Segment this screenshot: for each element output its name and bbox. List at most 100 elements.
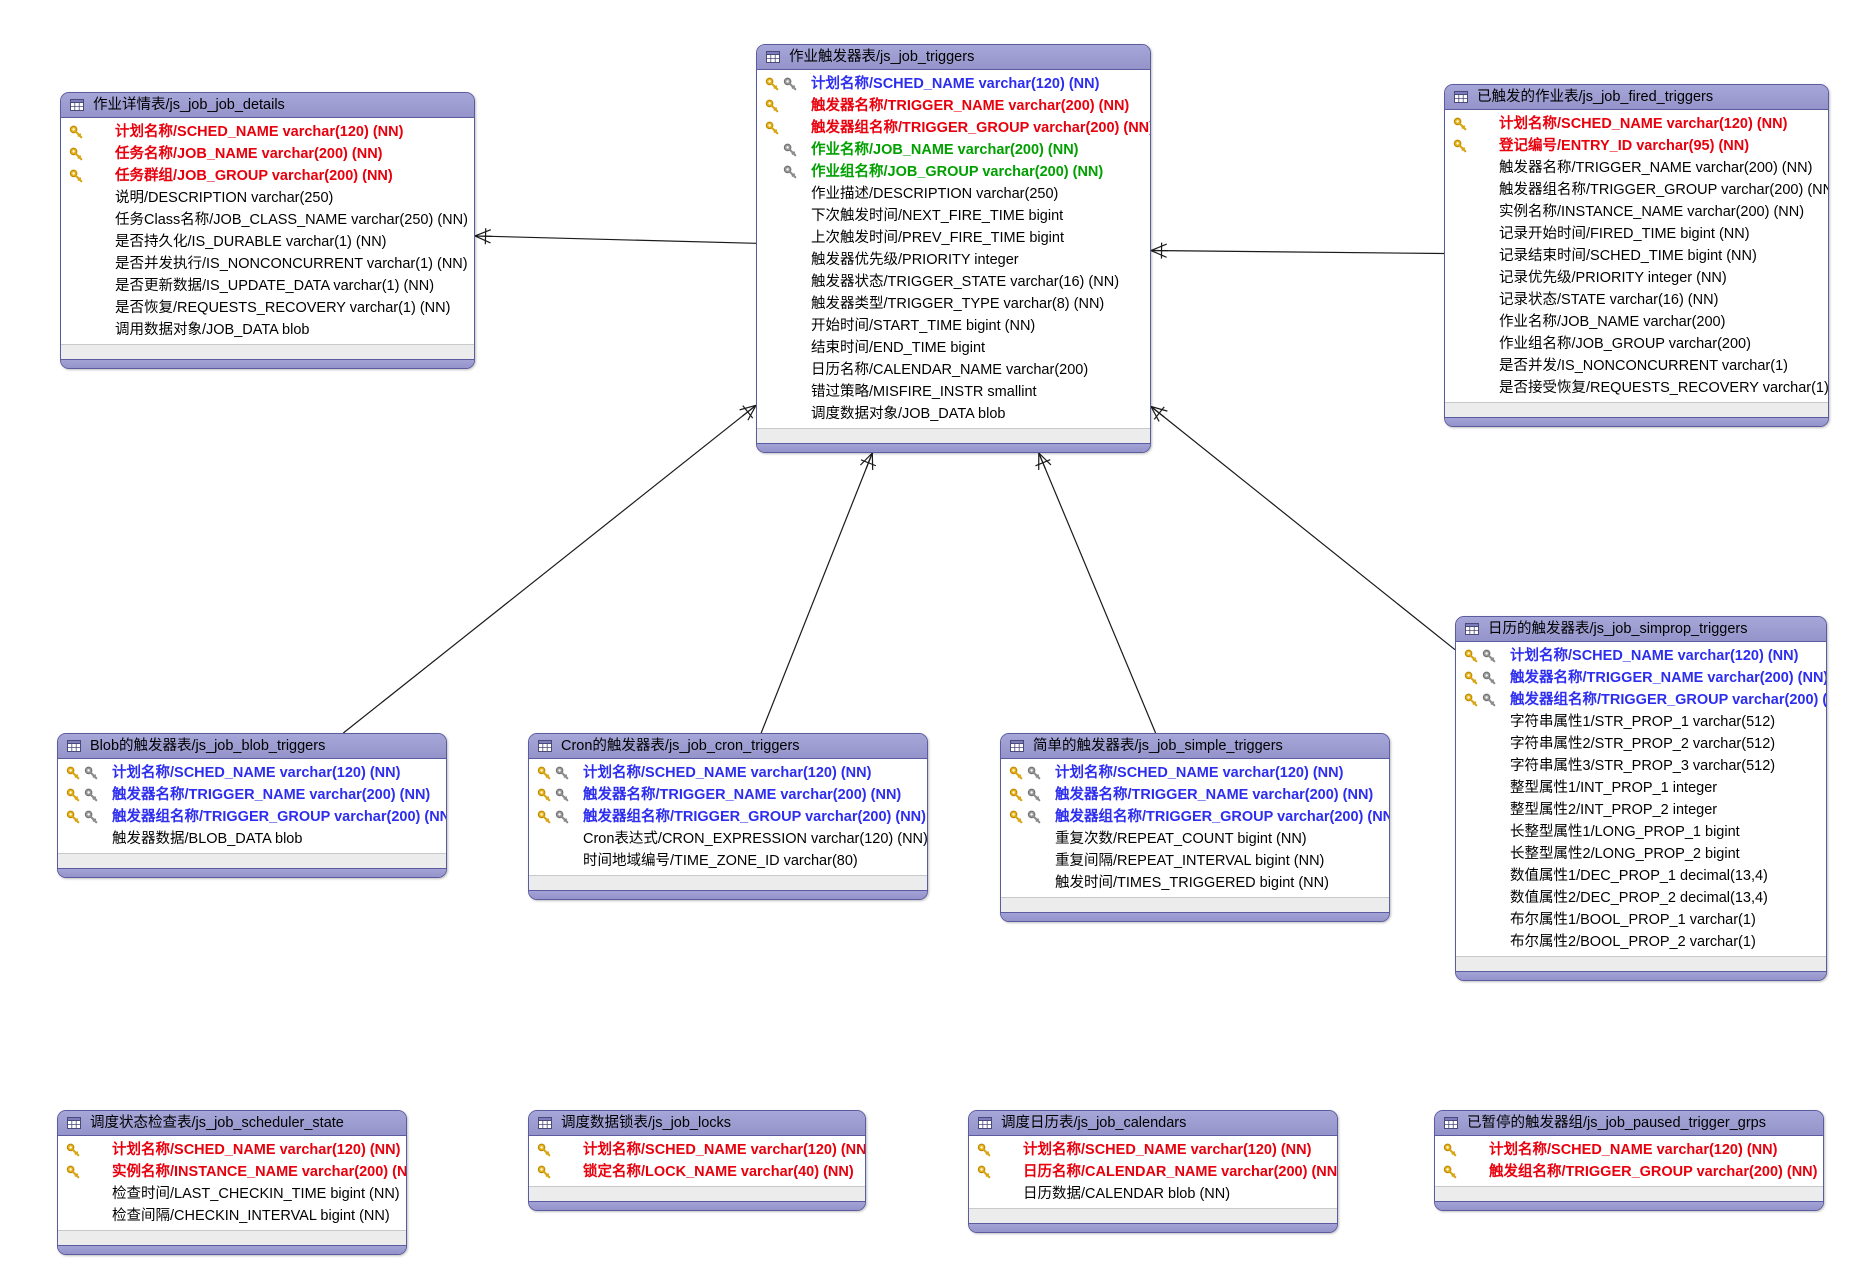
attribute-row[interactable]: 日历数据/CALENDAR blob (NN) [969,1183,1337,1205]
entity-header-locks[interactable]: 调度数据锁表/js_job_locks [529,1111,865,1136]
attribute-row[interactable]: 触发器名称/TRIGGER_NAME varchar(200) (NN) [58,784,446,806]
attribute-row[interactable]: 计划名称/SCHED_NAME varchar(120) (NN) [61,121,474,143]
attribute-row[interactable]: 触发器数据/BLOB_DATA blob [58,828,446,850]
attribute-row[interactable]: 触发器名称/TRIGGER_NAME varchar(200) (NN) [529,784,927,806]
entity-header-job_triggers[interactable]: 作业触发器表/js_job_triggers [757,45,1150,70]
attribute-row[interactable]: 是否恢复/REQUESTS_RECOVERY varchar(1) (NN) [61,297,474,319]
entity-header-fired_triggers[interactable]: 已触发的作业表/js_job_fired_triggers [1445,85,1828,110]
attribute-row[interactable]: 是否持久化/IS_DURABLE varchar(1) (NN) [61,231,474,253]
attribute-row[interactable]: 时间地域编号/TIME_ZONE_ID varchar(80) [529,850,927,872]
attribute-row[interactable]: 触发器组名称/TRIGGER_GROUP varchar(200) (NN) [1445,179,1828,201]
attribute-row[interactable]: 重复间隔/REPEAT_INTERVAL bigint (NN) [1001,850,1389,872]
attribute-row[interactable]: 数值属性1/DEC_PROP_1 decimal(13,4) [1456,865,1826,887]
attribute-row[interactable]: 日历名称/CALENDAR_NAME varchar(200) (NN) [969,1161,1337,1183]
attribute-row[interactable]: 计划名称/SCHED_NAME varchar(120) (NN) [1001,762,1389,784]
attribute-row[interactable]: 任务Class名称/JOB_CLASS_NAME varchar(250) (N… [61,209,474,231]
attribute-row[interactable]: 计划名称/SCHED_NAME varchar(120) (NN) [58,1139,406,1161]
attribute-row[interactable]: 作业组名称/JOB_GROUP varchar(200) (NN) [757,161,1150,183]
attribute-row[interactable]: 是否并发执行/IS_NONCONCURRENT varchar(1) (NN) [61,253,474,275]
attribute-row[interactable]: 长整型属性2/LONG_PROP_2 bigint [1456,843,1826,865]
attribute-row[interactable]: 作业名称/JOB_NAME varchar(200) (NN) [757,139,1150,161]
entity-header-job_details[interactable]: 作业详情表/js_job_job_details [61,93,474,118]
attribute-row[interactable]: 说明/DESCRIPTION varchar(250) [61,187,474,209]
attribute-row[interactable]: 记录状态/STATE varchar(16) (NN) [1445,289,1828,311]
attribute-row[interactable]: 字符串属性3/STR_PROP_3 varchar(512) [1456,755,1826,777]
attribute-row[interactable]: 锁定名称/LOCK_NAME varchar(40) (NN) [529,1161,865,1183]
attribute-row[interactable]: 记录开始时间/FIRED_TIME bigint (NN) [1445,223,1828,245]
attribute-row[interactable]: 触发器组名称/TRIGGER_GROUP varchar(200) (NN) [1001,806,1389,828]
attribute-row[interactable]: 计划名称/SCHED_NAME varchar(120) (NN) [1435,1139,1823,1161]
attribute-row[interactable]: 记录优先级/PRIORITY integer (NN) [1445,267,1828,289]
entity-scheduler_state[interactable]: 调度状态检查表/js_job_scheduler_state 计划名称/SCHED… [57,1110,407,1255]
attribute-row[interactable]: 登记编号/ENTRY_ID varchar(95) (NN) [1445,135,1828,157]
attribute-row[interactable]: 计划名称/SCHED_NAME varchar(120) (NN) [969,1139,1337,1161]
attribute-row[interactable]: 作业名称/JOB_NAME varchar(200) [1445,311,1828,333]
attribute-row[interactable]: 是否并发/IS_NONCONCURRENT varchar(1) [1445,355,1828,377]
attribute-row[interactable]: 触发器优先级/PRIORITY integer [757,249,1150,271]
attribute-row[interactable]: 结束时间/END_TIME bigint [757,337,1150,359]
attribute-row[interactable]: 任务名称/JOB_NAME varchar(200) (NN) [61,143,474,165]
entity-header-simple_triggers[interactable]: 简单的触发器表/js_job_simple_triggers [1001,734,1389,759]
attribute-row[interactable]: 计划名称/SCHED_NAME varchar(120) (NN) [1445,113,1828,135]
attribute-row[interactable]: 布尔属性2/BOOL_PROP_2 varchar(1) [1456,931,1826,953]
attribute-row[interactable]: 错过策略/MISFIRE_INSTR smallint [757,381,1150,403]
attribute-row[interactable]: 触发时间/TIMES_TRIGGERED bigint (NN) [1001,872,1389,894]
attribute-row[interactable]: 计划名称/SCHED_NAME varchar(120) (NN) [58,762,446,784]
attribute-row[interactable]: Cron表达式/CRON_EXPRESSION varchar(120) (NN… [529,828,927,850]
attribute-row[interactable]: 触发器组名称/TRIGGER_GROUP varchar(200) (NN) [529,806,927,828]
entity-job_details[interactable]: 作业详情表/js_job_job_details 计划名称/SCHED_NAME … [60,92,475,369]
attribute-row[interactable]: 触发器状态/TRIGGER_STATE varchar(16) (NN) [757,271,1150,293]
attribute-row[interactable]: 布尔属性1/BOOL_PROP_1 varchar(1) [1456,909,1826,931]
entity-blob_triggers[interactable]: Blob的触发器表/js_job_blob_triggers 计划名称/SCHED… [57,733,447,878]
entity-job_triggers[interactable]: 作业触发器表/js_job_triggers 计划名称/SCHED_NAME va… [756,44,1151,453]
entity-header-calendars[interactable]: 调度日历表/js_job_calendars [969,1111,1337,1136]
entity-locks[interactable]: 调度数据锁表/js_job_locks 计划名称/SCHED_NAME varch… [528,1110,866,1211]
attribute-row[interactable]: 调度数据对象/JOB_DATA blob [757,403,1150,425]
attribute-row[interactable]: 字符串属性1/STR_PROP_1 varchar(512) [1456,711,1826,733]
attribute-row[interactable]: 实例名称/INSTANCE_NAME varchar(200) (NN) [1445,201,1828,223]
attribute-row[interactable]: 触发器名称/TRIGGER_NAME varchar(200) (NN) [757,95,1150,117]
attribute-row[interactable]: 触发器组名称/TRIGGER_GROUP varchar(200) (NN) [757,117,1150,139]
attribute-row[interactable]: 下次触发时间/NEXT_FIRE_TIME bigint [757,205,1150,227]
attribute-row[interactable]: 是否更新数据/IS_UPDATE_DATA varchar(1) (NN) [61,275,474,297]
entity-header-paused_trigger_grps[interactable]: 已暂停的触发器组/js_job_paused_trigger_grps [1435,1111,1823,1136]
attribute-row[interactable]: 整型属性1/INT_PROP_1 integer [1456,777,1826,799]
attribute-row[interactable]: 触发器类型/TRIGGER_TYPE varchar(8) (NN) [757,293,1150,315]
entity-simprop_triggers[interactable]: 日历的触发器表/js_job_simprop_triggers 计划名称/SCHE… [1455,616,1827,981]
attribute-row[interactable]: 日历名称/CALENDAR_NAME varchar(200) [757,359,1150,381]
entity-header-simprop_triggers[interactable]: 日历的触发器表/js_job_simprop_triggers [1456,617,1826,642]
attribute-row[interactable]: 数值属性2/DEC_PROP_2 decimal(13,4) [1456,887,1826,909]
attribute-row[interactable]: 记录结束时间/SCHED_TIME bigint (NN) [1445,245,1828,267]
attribute-row[interactable]: 计划名称/SCHED_NAME varchar(120) (NN) [529,1139,865,1161]
attribute-row[interactable]: 触发器组名称/TRIGGER_GROUP varchar(200) (NN) [58,806,446,828]
attribute-row[interactable]: 作业组名称/JOB_GROUP varchar(200) [1445,333,1828,355]
attribute-row[interactable]: 触发器名称/TRIGGER_NAME varchar(200) (NN) [1445,157,1828,179]
attribute-row[interactable]: 计划名称/SCHED_NAME varchar(120) (NN) [757,73,1150,95]
attribute-row[interactable]: 实例名称/INSTANCE_NAME varchar(200) (NN) [58,1161,406,1183]
entity-calendars[interactable]: 调度日历表/js_job_calendars 计划名称/SCHED_NAME va… [968,1110,1338,1233]
attribute-row[interactable]: 计划名称/SCHED_NAME varchar(120) (NN) [529,762,927,784]
attribute-row[interactable]: 是否接受恢复/REQUESTS_RECOVERY varchar(1) [1445,377,1828,399]
attribute-row[interactable]: 上次触发时间/PREV_FIRE_TIME bigint [757,227,1150,249]
attribute-row[interactable]: 计划名称/SCHED_NAME varchar(120) (NN) [1456,645,1826,667]
attribute-row[interactable]: 触发组名称/TRIGGER_GROUP varchar(200) (NN) [1435,1161,1823,1183]
attribute-row[interactable]: 触发器名称/TRIGGER_NAME varchar(200) (NN) [1001,784,1389,806]
entity-header-scheduler_state[interactable]: 调度状态检查表/js_job_scheduler_state [58,1111,406,1136]
attribute-row[interactable]: 检查时间/LAST_CHECKIN_TIME bigint (NN) [58,1183,406,1205]
attribute-row[interactable]: 触发器组名称/TRIGGER_GROUP varchar(200) (NN) [1456,689,1826,711]
attribute-row[interactable]: 调用数据对象/JOB_DATA blob [61,319,474,341]
entity-header-cron_triggers[interactable]: Cron的触发器表/js_job_cron_triggers [529,734,927,759]
attribute-row[interactable]: 字符串属性2/STR_PROP_2 varchar(512) [1456,733,1826,755]
attribute-row[interactable]: 重复次数/REPEAT_COUNT bigint (NN) [1001,828,1389,850]
attribute-row[interactable]: 检查间隔/CHECKIN_INTERVAL bigint (NN) [58,1205,406,1227]
entity-cron_triggers[interactable]: Cron的触发器表/js_job_cron_triggers 计划名称/SCHED… [528,733,928,900]
attribute-row[interactable]: 长整型属性1/LONG_PROP_1 bigint [1456,821,1826,843]
entity-header-blob_triggers[interactable]: Blob的触发器表/js_job_blob_triggers [58,734,446,759]
attribute-row[interactable]: 作业描述/DESCRIPTION varchar(250) [757,183,1150,205]
attribute-row[interactable]: 开始时间/START_TIME bigint (NN) [757,315,1150,337]
entity-paused_trigger_grps[interactable]: 已暂停的触发器组/js_job_paused_trigger_grps 计划名称/… [1434,1110,1824,1211]
attribute-row[interactable]: 触发器名称/TRIGGER_NAME varchar(200) (NN) [1456,667,1826,689]
attribute-row[interactable]: 任务群组/JOB_GROUP varchar(200) (NN) [61,165,474,187]
attribute-row[interactable]: 整型属性2/INT_PROP_2 integer [1456,799,1826,821]
entity-fired_triggers[interactable]: 已触发的作业表/js_job_fired_triggers 计划名称/SCHED_… [1444,84,1829,427]
